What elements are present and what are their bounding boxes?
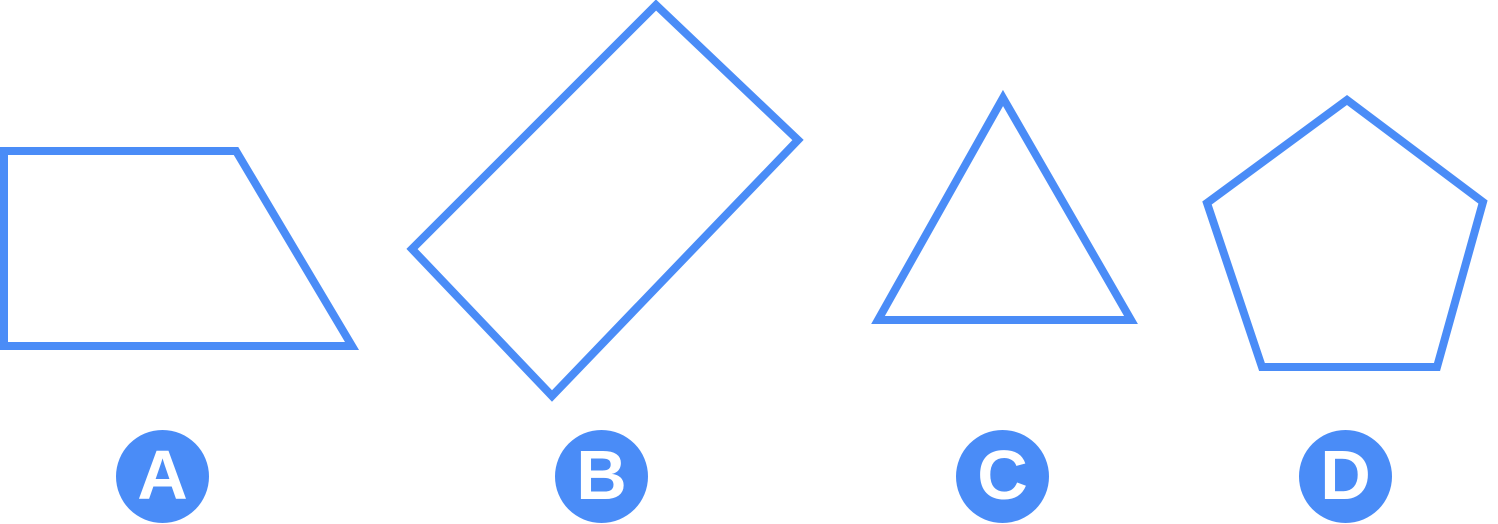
rotated-rectangle-icon <box>406 0 804 402</box>
option-label-d: D <box>1320 435 1371 514</box>
option-label-c: C <box>977 435 1028 514</box>
option-badge-d[interactable]: D <box>1299 430 1392 523</box>
option-badge-a[interactable]: A <box>116 430 209 523</box>
option-badge-b[interactable]: B <box>555 430 648 523</box>
option-label-a: A <box>137 435 188 514</box>
option-badge-c[interactable]: C <box>956 430 1049 523</box>
option-label-b: B <box>576 435 627 514</box>
pentagon-icon <box>1202 95 1488 371</box>
trapezoid-icon <box>0 147 360 350</box>
triangle-icon <box>871 89 1138 324</box>
